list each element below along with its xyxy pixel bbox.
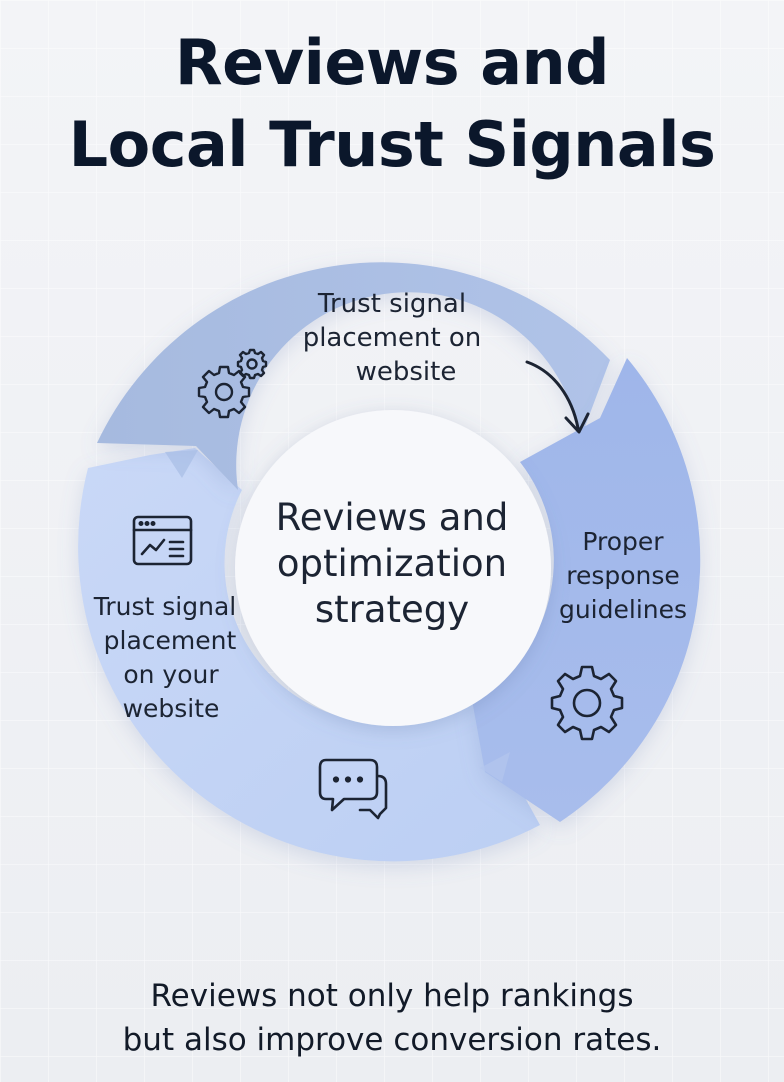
segment-right: [472, 358, 701, 822]
arrow-tip-left: [165, 450, 198, 478]
curved-arrow-icon: [525, 360, 590, 434]
analytics-window-icon: [132, 515, 193, 566]
right-label-line-2: response: [566, 561, 680, 590]
segment-top: [97, 262, 610, 490]
gear-icon: [550, 665, 624, 741]
segment-left: [78, 448, 540, 862]
right-label-line-3: guidelines: [559, 595, 687, 624]
top-label-line-2: placement on: [303, 323, 482, 353]
title-line-1: Reviews and: [174, 26, 610, 99]
arrow-tip-right: [480, 752, 510, 782]
center-line-2: optimization: [277, 542, 507, 585]
top-label-line-3: website: [356, 357, 457, 387]
footer-line-2: but also improve conversion rates.: [122, 1022, 662, 1058]
left-label-line-2: placement: [104, 626, 237, 655]
center-line-3: strategy: [315, 588, 469, 631]
left-label-line-3: on your: [123, 660, 219, 689]
page-title: Reviews and Local Trust Signals: [0, 22, 784, 186]
left-label-line-1: Trust signal: [93, 592, 236, 621]
right-label-line-1: Proper: [582, 527, 664, 556]
center-line-1: Reviews and: [276, 496, 509, 539]
footer-caption: Reviews not only help rankings but also …: [0, 974, 784, 1062]
title-line-2: Local Trust Signals: [68, 108, 716, 181]
chat-bubbles-icon: [318, 758, 388, 820]
footer-line-1: Reviews not only help rankings: [150, 978, 634, 1014]
top-label-line-1: Trust signal: [317, 289, 466, 319]
center-circle: [235, 410, 551, 726]
left-label-line-4: website: [123, 694, 220, 723]
gears-icon: [197, 348, 268, 419]
